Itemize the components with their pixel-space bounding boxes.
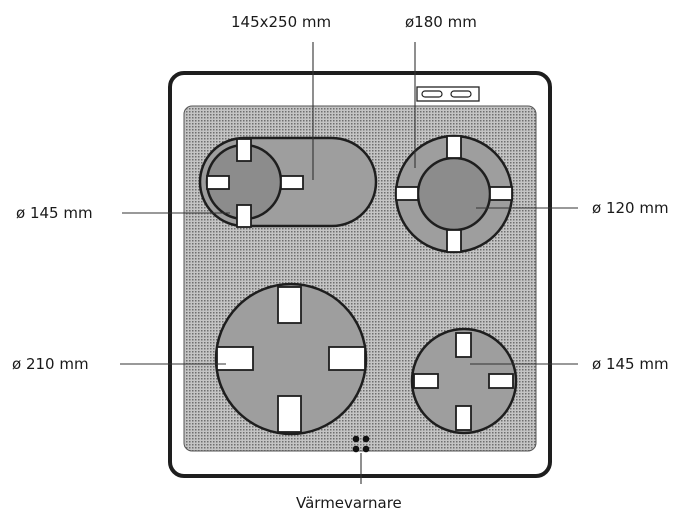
label-oval-zone-size: 145x250 mm bbox=[231, 13, 332, 31]
label-large-zone: ø 210 mm bbox=[12, 355, 89, 373]
control-panel-icon bbox=[416, 86, 480, 102]
dual-circle-zone bbox=[394, 134, 514, 254]
large-circle-zone bbox=[214, 282, 368, 436]
label-small-zone: ø 145 mm bbox=[592, 355, 669, 373]
label-left-top-zone: ø 145 mm bbox=[16, 204, 93, 222]
leader-lines bbox=[120, 42, 578, 484]
label-dual-circle-inner: ø 120 mm bbox=[592, 199, 669, 217]
dual-oval-zone bbox=[198, 136, 378, 228]
label-residual-heat: Värmevarnare bbox=[296, 494, 402, 512]
label-dual-circle-outer: ø180 mm bbox=[405, 13, 477, 31]
residual-heat-indicator bbox=[352, 435, 370, 453]
small-circle-zone bbox=[410, 327, 518, 435]
